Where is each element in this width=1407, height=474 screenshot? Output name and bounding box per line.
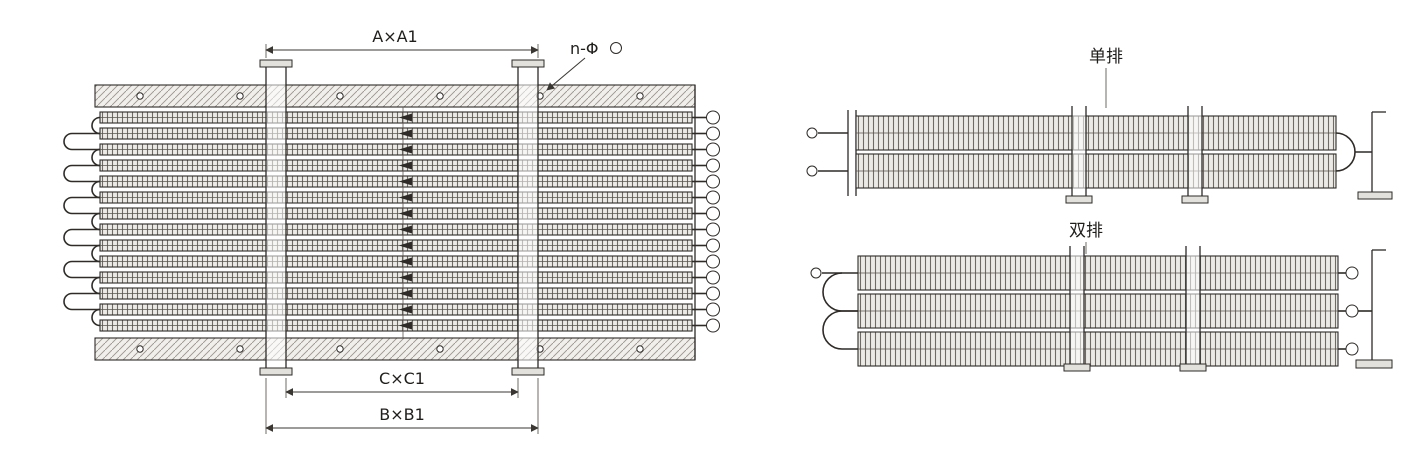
single-row-supports — [1065, 106, 1209, 204]
front-view: A×A1 n-Φ C×C1 B×B1 — [63, 27, 721, 434]
single-row-tube-bands — [855, 115, 1337, 189]
single-row-side-view: 单排 — [806, 47, 1393, 204]
double-row-label: 双排 — [1069, 221, 1103, 241]
double-row-return-bends-left — [810, 267, 858, 350]
tube-bank — [99, 111, 693, 332]
tube-plates — [94, 84, 696, 361]
hole-callout-label: n-Φ — [570, 39, 599, 58]
single-row-end-bracket — [1357, 111, 1393, 200]
single-row-header — [806, 110, 857, 196]
double-row-supports — [1063, 246, 1207, 372]
single-row-return-bend — [1335, 132, 1372, 172]
double-row-side-view: 双排 — [810, 221, 1393, 372]
bottom-tube-plate — [94, 337, 696, 361]
dimension-a-label: A×A1 — [372, 27, 417, 46]
double-row-tube-ends-right — [1338, 266, 1359, 356]
top-tube-plate — [94, 84, 696, 108]
return-bends-left — [63, 116, 101, 327]
dimension-b-label: B×B1 — [379, 405, 425, 424]
weld-marks — [399, 107, 412, 338]
dimension-a: A×A1 — [265, 27, 539, 58]
hole-leader-line — [546, 57, 586, 91]
dimension-b: B×B1 — [265, 378, 539, 434]
hole-diameter-symbol — [610, 42, 622, 54]
dimension-c-label: C×C1 — [379, 369, 425, 388]
dimension-c: C×C1 — [285, 369, 519, 398]
double-row-tube-bands — [857, 255, 1339, 367]
single-row-label: 单排 — [1089, 47, 1123, 67]
double-row-end-bracket — [1355, 249, 1393, 369]
tube-ends-right — [691, 110, 721, 333]
hole-callout: n-Φ — [546, 39, 622, 91]
